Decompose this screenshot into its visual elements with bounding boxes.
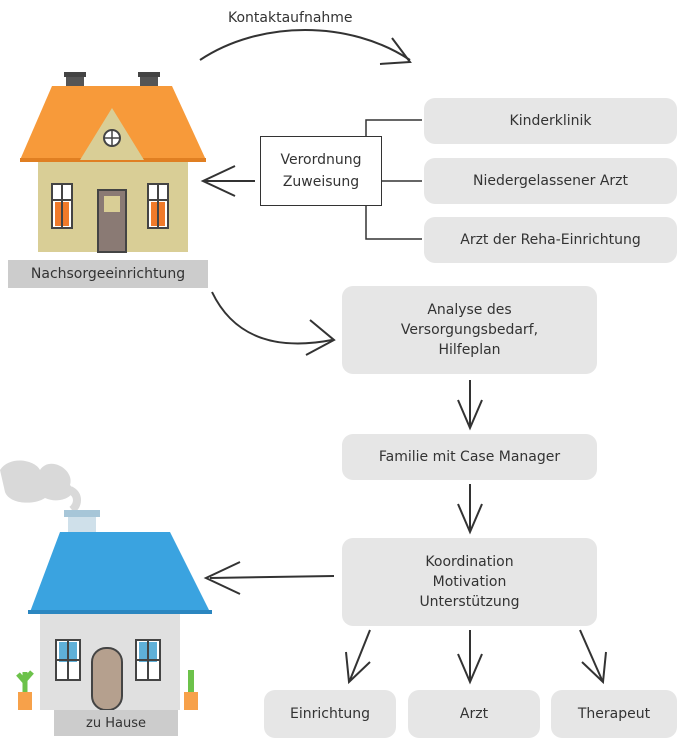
coordination-box: Koordination Motivation Unterstützung xyxy=(342,538,597,626)
flow-arrow-1-head xyxy=(457,399,483,431)
referrer-rehab-doctor: Arzt der Reha-Einrichtung xyxy=(424,217,677,263)
contact-arrow xyxy=(199,29,411,61)
outcome-arrow-left-head xyxy=(345,651,371,685)
analysis-box: Analyse des Versorgungsbedarf, Hilfeplan xyxy=(342,286,597,374)
nachsorge-house-illustration xyxy=(20,72,206,253)
home-house-illustration xyxy=(0,460,212,711)
family-case-manager-box: Familie mit Case Manager xyxy=(342,434,597,480)
outcome-facility: Einrichtung xyxy=(264,690,396,738)
analysis-arrow-head xyxy=(305,319,336,356)
nachsorge-label: Nachsorgeeinrichtung xyxy=(8,260,208,288)
referral-box: Verordnung Zuweisung xyxy=(260,136,382,206)
bracket-top xyxy=(365,119,422,136)
contact-arrow-head xyxy=(379,37,412,65)
home-arrow-head xyxy=(203,561,241,595)
home-arrow xyxy=(209,575,335,579)
analysis-arrow xyxy=(211,291,333,345)
contact-label: Kontaktaufnahme xyxy=(228,10,353,26)
home-label: zu Hause xyxy=(54,710,178,736)
outcome-arrow-right-head xyxy=(581,651,607,685)
outcome-therapist: Therapeut xyxy=(551,690,677,738)
flow-arrow-2-head xyxy=(457,503,483,535)
referrer-general-practitioner: Niedergelassener Arzt xyxy=(424,158,677,204)
referrer-children-clinic: Kinderklinik xyxy=(424,98,677,144)
outcome-arrow-left xyxy=(349,629,371,681)
outcome-arrow-center-head xyxy=(457,653,483,685)
outcome-arrow-right xyxy=(579,629,603,681)
bracket-bottom xyxy=(365,206,422,240)
referral-arrow-head xyxy=(200,165,236,197)
outcome-doctor: Arzt xyxy=(408,690,540,738)
